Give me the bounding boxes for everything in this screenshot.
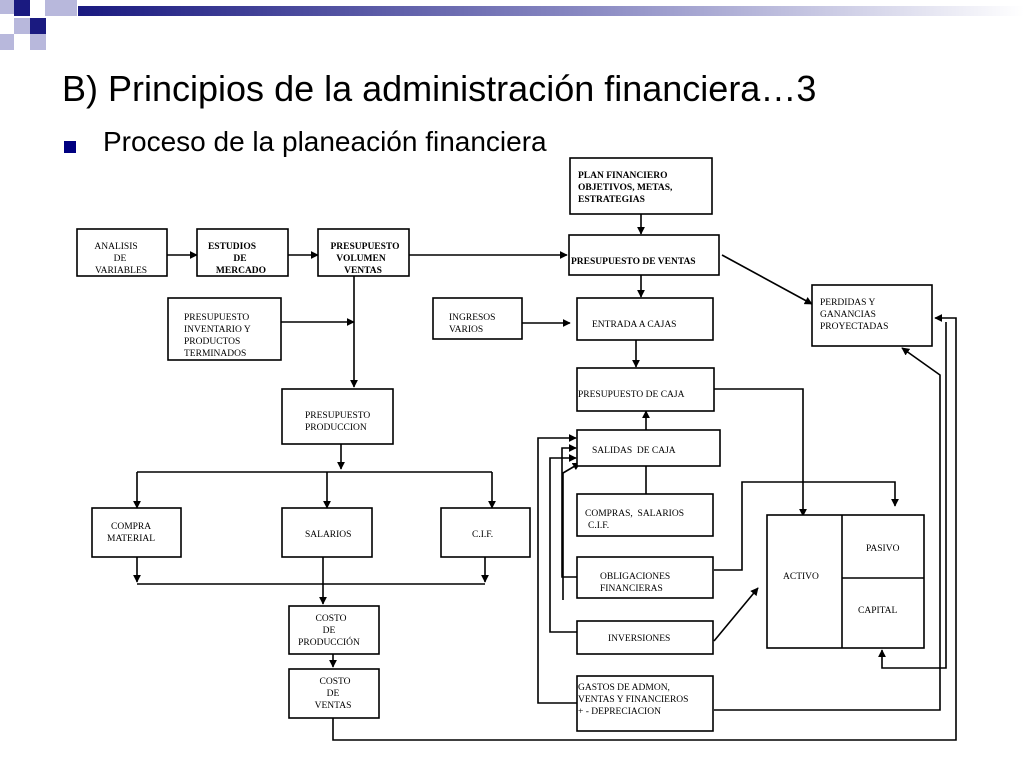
title-decoration — [0, 0, 1024, 50]
box-obligaciones — [576, 556, 714, 599]
box-perdidas — [811, 284, 933, 347]
deco-square — [0, 34, 14, 50]
box-costo-produccion — [288, 605, 380, 655]
label-salarios: SALARIOS — [305, 530, 351, 540]
label-presupuesto-ventas: PRESUPUESTO DE VENTAS — [571, 257, 696, 267]
box-entrada-cajas — [576, 297, 714, 341]
box-inversiones — [576, 620, 714, 655]
boxes — [76, 157, 933, 732]
box-presupuesto-ventas — [568, 234, 720, 276]
bullet-marker — [64, 141, 76, 153]
deco-square — [61, 0, 77, 16]
box-salarios — [281, 507, 373, 558]
gradient-bar — [78, 6, 1024, 16]
arrow-loop-salidas — [562, 462, 581, 600]
deco-square — [30, 34, 46, 50]
box-plan-financiero — [569, 157, 713, 215]
box-balance — [766, 514, 925, 649]
label-inversiones: INVERSIONES — [608, 634, 670, 644]
deco-square — [0, 0, 14, 14]
deco-square — [14, 18, 30, 34]
label-entrada-cajas: ENTRADA A CAJAS — [592, 320, 676, 330]
arrow-gastos-perdidas — [714, 347, 941, 711]
box-estudios — [196, 228, 289, 277]
box-cif — [440, 507, 531, 558]
arrow-inversiones-activo — [713, 587, 759, 642]
arrow-inversiones-salidas — [549, 454, 577, 633]
box-costo-ventas — [288, 668, 380, 719]
label-salidas-caja: SALIDAS DE CAJA — [592, 446, 676, 456]
box-ingresos — [432, 297, 523, 340]
connectors — [133, 214, 957, 741]
box-gastos — [576, 675, 714, 732]
label-gastos: GASTOS DE ADMON,VENTAS Y FINANCIEROS+ - … — [578, 683, 688, 717]
label-capital: CAPITAL — [858, 606, 898, 616]
label-cif: C.I.F. — [472, 530, 493, 540]
arrow-obligaciones-salidas — [561, 444, 577, 578]
bullet-text: Proceso de la planeación financiera — [103, 126, 547, 157]
label-activo: ACTIVO — [783, 572, 819, 582]
arrow-gastos-salidas — [537, 434, 577, 704]
box-salidas-caja — [576, 429, 721, 467]
box-compras-salarios — [576, 493, 714, 537]
slide-title: B) Principios de la administración finan… — [62, 68, 817, 109]
label-pasivo: PASIVO — [866, 544, 900, 554]
arrow-costo-ventas-perdidas — [332, 314, 957, 741]
box-presupuesto-volumen — [317, 228, 410, 277]
box-presupuesto-inventario — [167, 297, 282, 361]
arrow-perdidas-capital — [878, 322, 947, 669]
arrow-caja-activo — [714, 388, 807, 517]
box-presupuesto-produccion — [281, 388, 394, 445]
deco-square — [45, 0, 61, 16]
box-compra-material — [91, 507, 182, 558]
arrow-ventas-perdidas — [721, 254, 813, 305]
box-presupuesto-caja — [576, 367, 715, 412]
deco-square — [14, 0, 30, 16]
deco-square — [30, 18, 46, 34]
arrow-obligaciones-pasivo — [714, 481, 899, 571]
label-presupuesto-caja: PRESUPUESTO DE CAJA — [578, 390, 685, 400]
box-analisis — [76, 228, 168, 277]
